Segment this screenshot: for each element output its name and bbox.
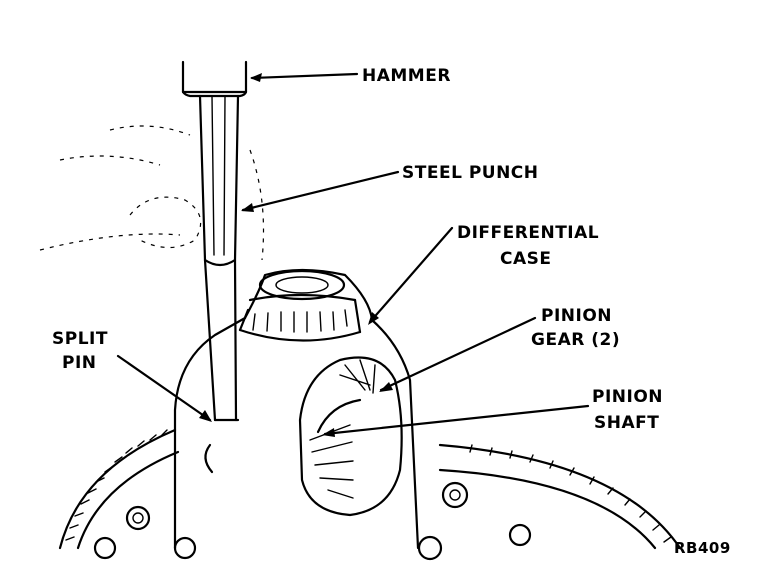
label-differential-case-line2: CASE [500,249,552,269]
label-split-pin-line1: SPLIT [52,329,108,349]
label-steel-punch: STEEL PUNCH [402,163,539,183]
differential-case-body [173,268,420,550]
label-split-pin-line2: PIN [62,353,97,373]
label-pinion-shaft-line2: SHAFT [594,413,659,433]
label-hammer: HAMMER [362,66,451,86]
hammer-swing-ghost [39,125,265,261]
callout-labels: HAMMER STEEL PUNCH DIFFERENTIAL CASE PIN… [52,66,731,557]
ring-gear [58,428,682,561]
figure-id: RB409 [674,539,731,557]
label-pinion-gear-line2: GEAR (2) [531,330,620,350]
hammer-and-punch [181,60,248,422]
label-pinion-shaft-line1: PINION [592,387,663,407]
label-differential-case-line1: DIFFERENTIAL [457,223,599,243]
leader-lines [116,72,590,437]
label-pinion-gear-line1: PINION [541,306,612,326]
